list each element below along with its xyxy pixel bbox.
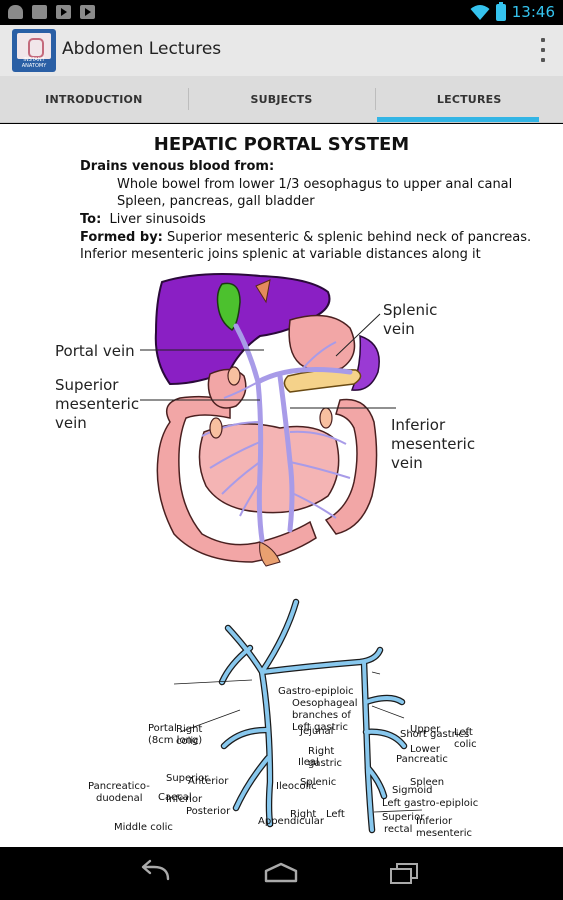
tab-introduction[interactable]: INTRODUCTION xyxy=(45,92,143,106)
status-clock: 13:46 xyxy=(511,3,555,21)
back-button-icon[interactable] xyxy=(138,859,178,887)
stomach-shape xyxy=(288,314,356,372)
label-superior: Superior xyxy=(166,773,209,784)
label-oesophageal: Oesophageal xyxy=(292,698,358,709)
system-icons: 13:46 xyxy=(470,1,555,21)
notification-icons xyxy=(8,5,95,19)
app-logo-caption: INSTANT ANATOMY xyxy=(21,57,47,69)
lecture-title: HEPATIC PORTAL SYSTEM xyxy=(153,134,410,155)
tab-bar: INTRODUCTION SUBJECTS LECTURES xyxy=(0,76,563,123)
tab-lectures[interactable]: LECTURES xyxy=(375,76,563,122)
label-left: Left xyxy=(326,809,345,820)
android-debug-icon xyxy=(8,5,23,19)
portal-venous-tributaries-diagram: Oesophageal branches of Left gastric Por… xyxy=(88,598,478,839)
home-button-icon[interactable] xyxy=(261,859,301,887)
ligament-shape xyxy=(255,279,271,304)
overflow-menu-icon[interactable] xyxy=(539,38,547,62)
label-superior-mesenteric-vein: Superior mesenteric vein xyxy=(55,376,140,432)
recent-apps-button-icon[interactable] xyxy=(384,859,424,887)
label-short-gastrics: Short gastrics xyxy=(400,729,469,740)
label-inferior-mesenteric-vein: Inferior mesenteric vein xyxy=(391,416,476,472)
label-inferior: Inferior xyxy=(166,794,203,805)
drains-heading: Drains venous blood from: xyxy=(80,159,275,174)
label-inferior-mesenteric: Inferior xyxy=(416,816,453,827)
to-line: To: Liver sinusoids xyxy=(80,212,206,227)
label-pancreaticoduodenal: Pancreatico- xyxy=(88,781,150,792)
label-pancreaticoduodenal: duodenal xyxy=(96,793,143,804)
tab-subjects[interactable]: SUBJECTS xyxy=(187,76,376,122)
liver-shape xyxy=(154,273,331,386)
label-right-gastric: Right xyxy=(308,746,334,757)
label-oesophageal: branches of xyxy=(292,710,351,721)
portal-venous-tributaries-lower-labels: Middle colic xyxy=(114,822,173,833)
portal-system-illustration xyxy=(140,273,396,567)
action-bar: INSTANT ANATOMY Abdomen Lectures xyxy=(0,25,563,76)
label-pancreatic: Pancreatic xyxy=(396,754,448,765)
label-portal-length: (8cm long) xyxy=(148,735,202,746)
label-left-gastro-epiploic: Left gastro-epiploic xyxy=(382,798,478,809)
play-store-update-icon xyxy=(80,5,95,19)
small-intestine-shape xyxy=(198,423,340,514)
drains-item: Spleen, pancreas, gall bladder xyxy=(117,194,315,209)
label-right-gastric: gastric xyxy=(308,758,342,769)
vein-fills xyxy=(220,600,406,832)
play-store-icon xyxy=(56,5,71,19)
rectum-shape xyxy=(259,541,281,567)
wifi-icon xyxy=(470,5,490,20)
status-bar: 13:46 xyxy=(0,0,563,25)
drains-item: Whole bowel from lower 1/3 oesophagus to… xyxy=(117,177,513,192)
label-right: Right xyxy=(290,809,316,820)
photo-notification-icon xyxy=(32,5,47,19)
descending-colon-shape xyxy=(324,398,378,535)
label-portal: Portal xyxy=(148,723,177,734)
diagram-leader-lines xyxy=(173,671,423,813)
illustration-leader-lines xyxy=(140,313,396,409)
app-logo-icon[interactable]: INSTANT ANATOMY xyxy=(12,29,56,72)
label-inferior-mesenteric: mesenteric xyxy=(416,828,472,839)
label-middle-colic: Middle colic xyxy=(114,822,173,833)
formed-by-line-2: Inferior mesenteric joins splenic at var… xyxy=(80,247,481,262)
navigation-bar xyxy=(0,847,563,900)
app-title: Abdomen Lectures xyxy=(62,39,222,59)
portal-veins xyxy=(233,323,353,543)
label-left-gastric: Left gastric xyxy=(292,722,348,733)
label-spleen: Spleen xyxy=(410,777,444,788)
battery-icon xyxy=(495,1,506,21)
formed-by-line: Formed by: Superior mesenteric & splenic… xyxy=(80,230,532,245)
venous-branches xyxy=(201,341,351,519)
lecture-content[interactable]: HEPATIC PORTAL SYSTEM Drains venous bloo… xyxy=(0,124,563,847)
label-portal-vein: Portal vein xyxy=(55,342,135,360)
gall-bladder-shape xyxy=(216,282,241,331)
label-splenic-vein: Splenic vein xyxy=(383,301,438,338)
label-splenic: Splenic xyxy=(300,777,336,788)
